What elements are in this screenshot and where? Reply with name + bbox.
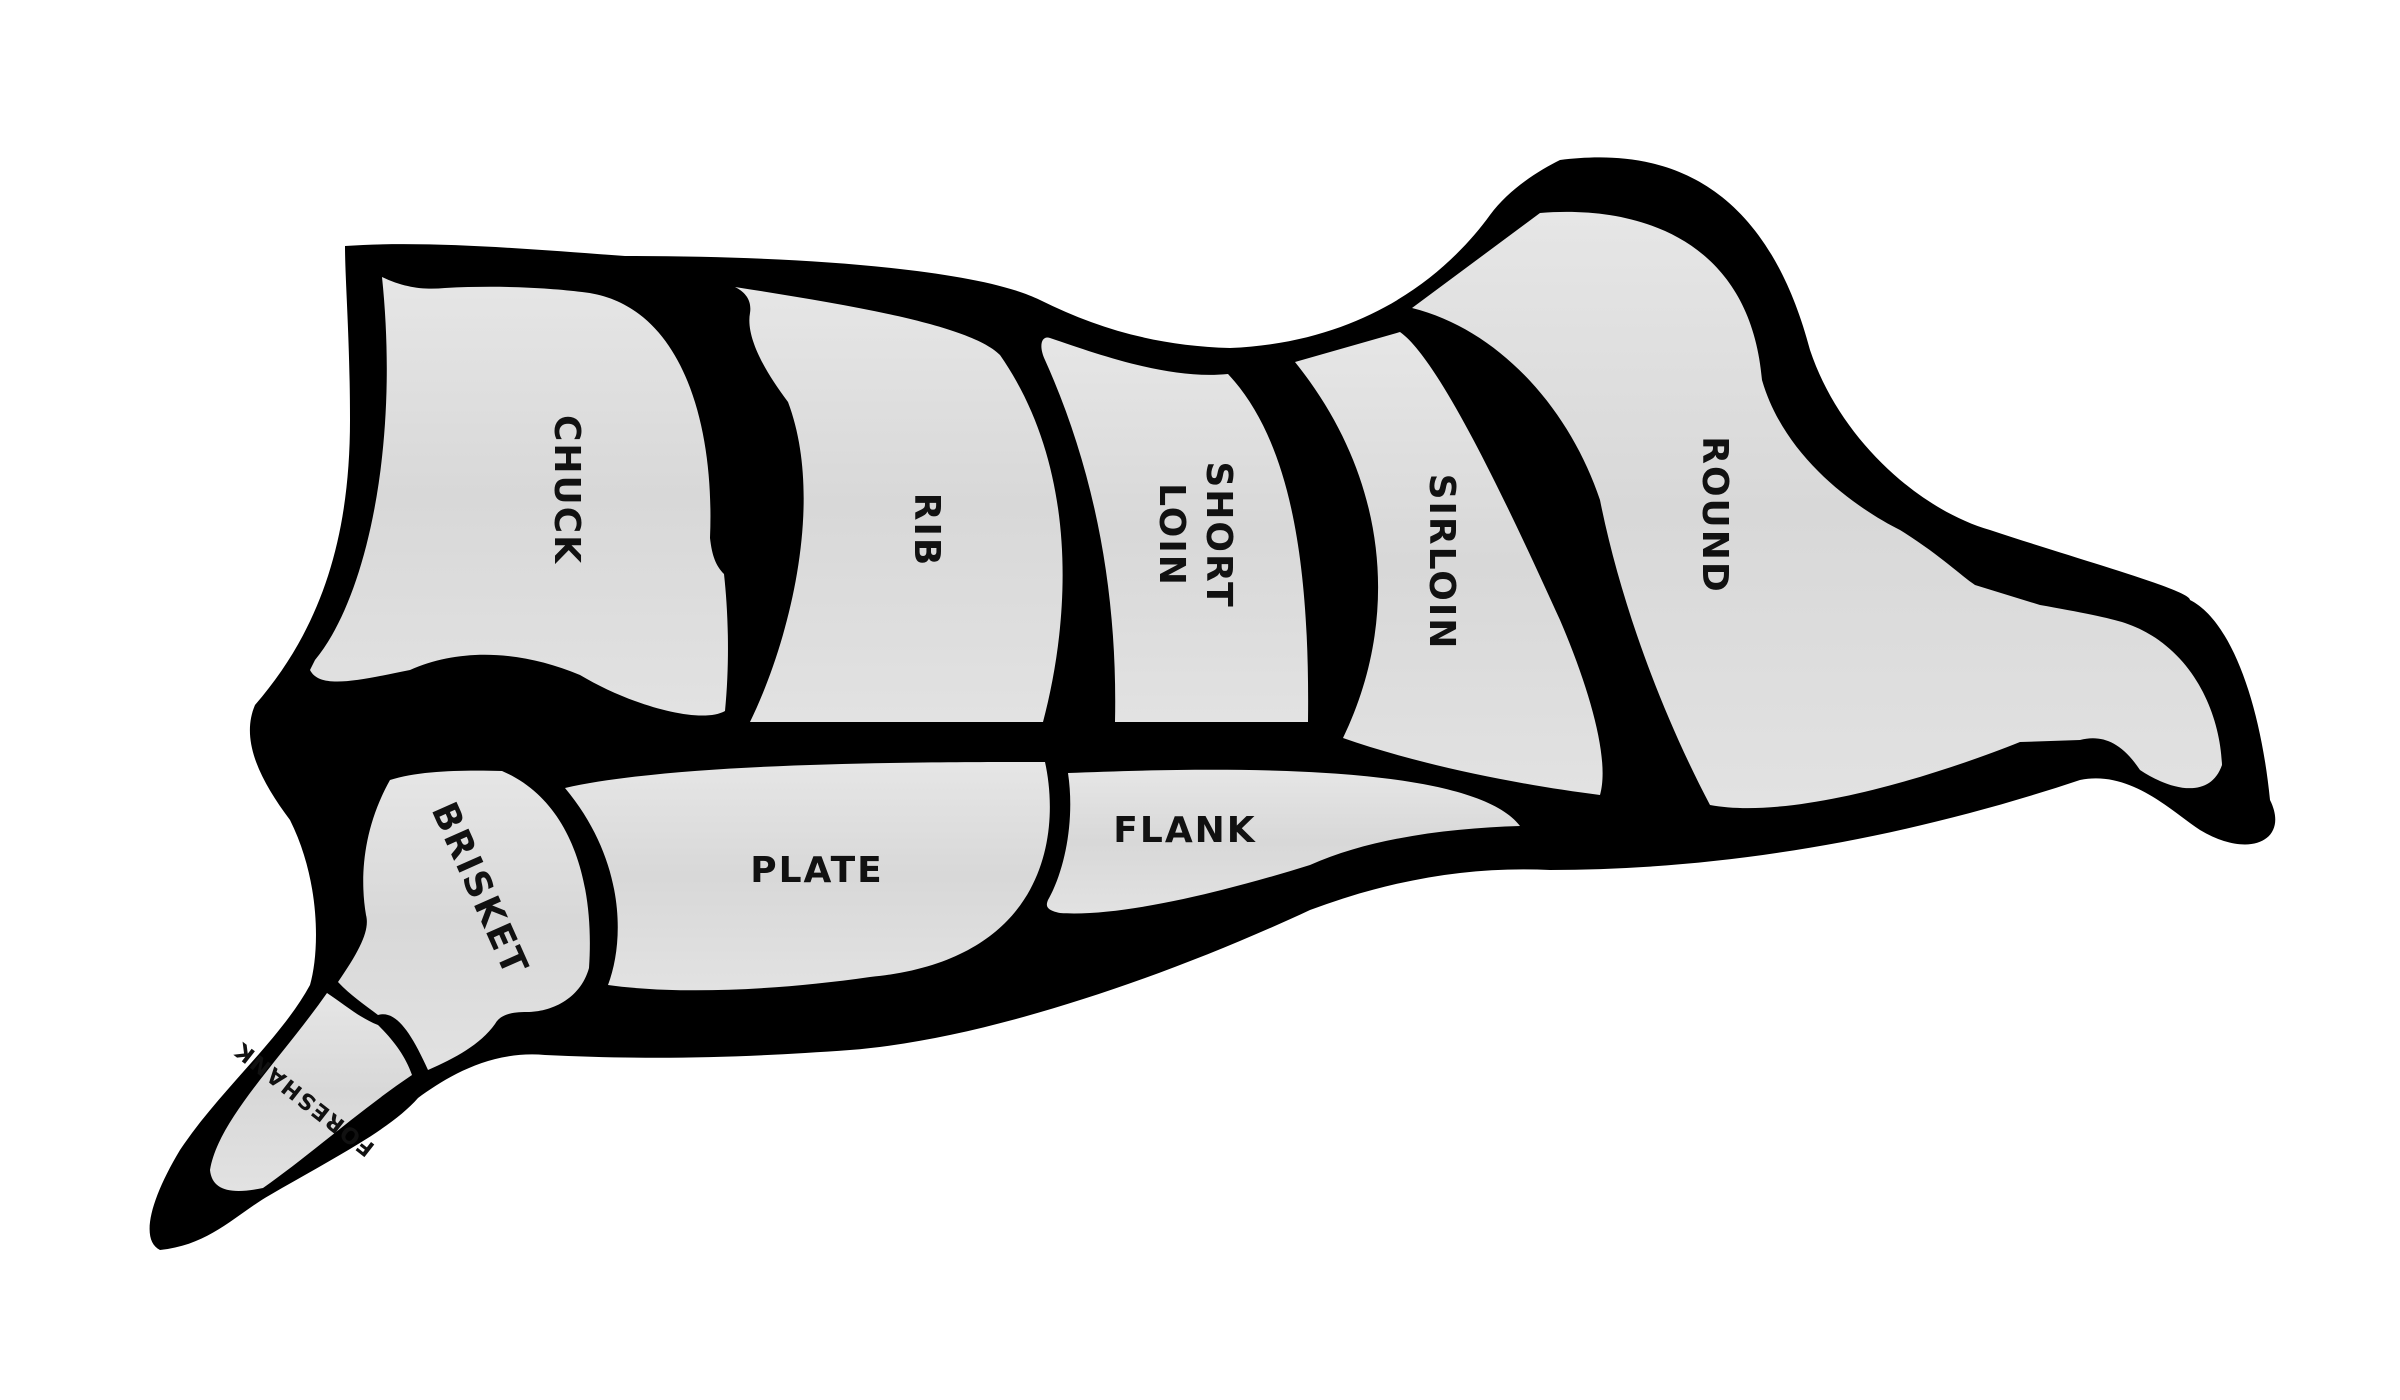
label-rib: RIB [906, 493, 947, 568]
cut-plate[interactable] [565, 762, 1050, 991]
label-chuck: CHUCK [546, 415, 587, 565]
label-flank: FLANK [1113, 810, 1256, 851]
cut-rib[interactable] [735, 287, 1063, 722]
cut-flank[interactable] [1046, 769, 1520, 914]
cut-sirloin[interactable] [1295, 332, 1603, 795]
label-round: ROUND [1694, 436, 1735, 594]
cut-short-loin[interactable] [1041, 337, 1309, 722]
cut-foreshank[interactable] [210, 993, 412, 1191]
label-short-loin-2: LOIN [1151, 483, 1192, 587]
label-short-loin-1: SHORT [1198, 461, 1239, 608]
label-plate: PLATE [750, 850, 884, 891]
cut-round[interactable] [1412, 211, 2222, 809]
cut-chuck[interactable] [310, 277, 728, 716]
cut-brisket[interactable] [338, 770, 590, 1070]
label-sirloin: SIRLOIN [1421, 474, 1462, 651]
